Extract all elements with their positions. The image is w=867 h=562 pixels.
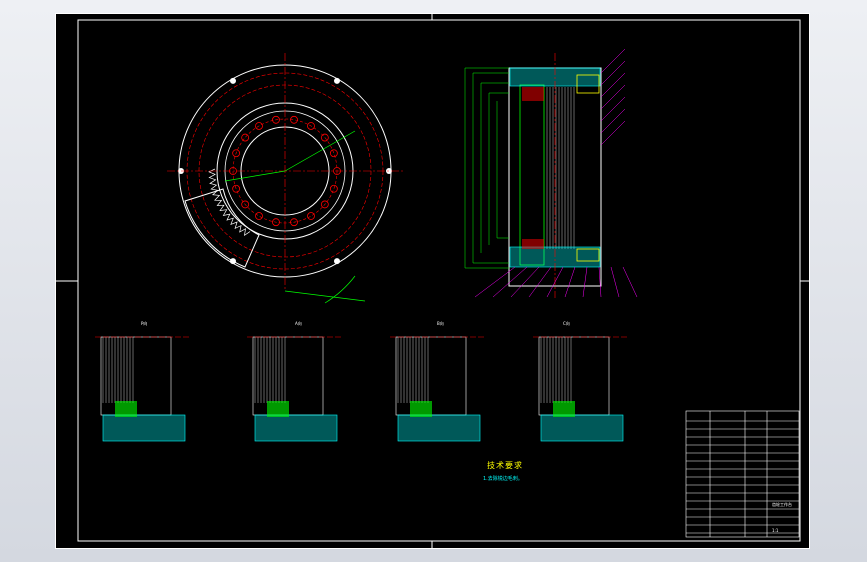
title-block-drawing-name: 齿轮工作台 xyxy=(772,502,792,507)
title-block xyxy=(685,410,800,538)
outer-frame xyxy=(55,13,810,549)
drawing-sheet: P向 A向 B向 C向 技术要求 1.去除锐边毛刺。 齿轮工作台 1:1 xyxy=(55,13,810,549)
gear-plan-view xyxy=(167,53,403,304)
section-view-label: P向 xyxy=(141,321,148,326)
title-block-scale: 1:1 xyxy=(772,528,779,533)
section-view-label: A向 xyxy=(295,321,302,326)
section-view-label: B向 xyxy=(437,321,444,326)
center-marks xyxy=(55,13,810,549)
side-section-view xyxy=(464,48,638,298)
tech-requirements-title: 技术要求 xyxy=(487,461,523,470)
gear-teeth xyxy=(208,168,251,237)
inner-frame xyxy=(77,19,801,542)
drawing-canvas xyxy=(55,13,810,549)
tech-requirements-note: 1.去除锐边毛刺。 xyxy=(483,476,523,482)
section-view-label: C向 xyxy=(563,321,570,326)
partial-section-views xyxy=(95,336,629,442)
